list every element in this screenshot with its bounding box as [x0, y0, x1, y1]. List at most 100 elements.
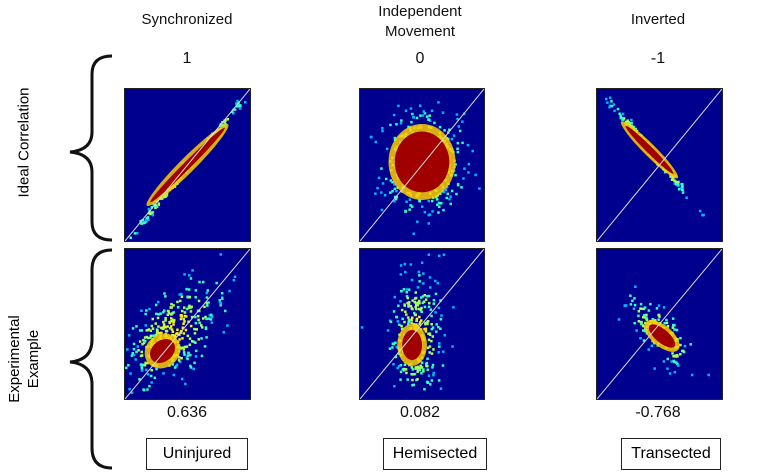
data-point [206, 304, 209, 307]
data-point [146, 373, 150, 376]
data-point [404, 310, 407, 313]
data-point [467, 162, 471, 166]
data-point [460, 186, 463, 189]
data-point [437, 306, 441, 310]
data-point [393, 187, 397, 191]
data-point [399, 264, 403, 267]
data-point [219, 253, 222, 256]
data-point [176, 332, 179, 335]
data-point [129, 236, 132, 239]
data-point [437, 201, 441, 205]
data-point [180, 357, 183, 360]
data-point [127, 364, 130, 367]
data-point [450, 189, 454, 193]
data-point [408, 301, 411, 304]
data-point [665, 321, 669, 325]
data-point [670, 178, 674, 181]
data-point [148, 384, 151, 388]
data-point [675, 361, 678, 364]
data-point [406, 378, 409, 381]
data-point [392, 113, 396, 117]
data-point [431, 335, 435, 338]
data-point [428, 351, 431, 354]
data-point [183, 345, 187, 349]
identity-line [125, 249, 250, 399]
data-point [411, 316, 414, 319]
data-point [138, 378, 141, 381]
data-point [637, 320, 641, 323]
data-point [194, 315, 197, 319]
data-point [149, 334, 153, 338]
data-point [403, 363, 407, 366]
data-point [444, 188, 448, 192]
data-point [422, 272, 425, 275]
data-point [135, 325, 138, 328]
data-point [418, 280, 421, 283]
data-point [415, 319, 418, 322]
data-point [393, 195, 397, 199]
data-point [397, 304, 400, 307]
data-point [456, 182, 460, 186]
data-point [186, 295, 189, 298]
data-point [136, 345, 139, 348]
data-point [430, 314, 433, 318]
data-point [439, 387, 443, 390]
data-point [176, 306, 180, 309]
data-point [411, 378, 414, 382]
data-point [630, 121, 633, 125]
data-point [441, 111, 445, 114]
data-point [135, 350, 138, 354]
data-point [426, 320, 430, 323]
data-point [143, 221, 147, 224]
data-point [380, 191, 383, 194]
data-point [145, 368, 148, 372]
data-point [190, 315, 194, 319]
data-point [180, 315, 183, 318]
data-point [162, 323, 166, 326]
data-point [162, 372, 165, 375]
data-point [200, 337, 203, 340]
data-point [168, 327, 172, 330]
data-point [680, 185, 684, 188]
data-point [640, 322, 643, 326]
row-label-ideal: Ideal Correlation [15, 87, 33, 198]
data-point [639, 302, 643, 306]
data-point [439, 192, 442, 195]
data-point [414, 291, 417, 294]
data-point [211, 315, 214, 318]
data-point [206, 289, 209, 292]
data-point [146, 388, 149, 391]
data-point [189, 310, 193, 313]
experimental-value-1: 0.636 [166, 404, 208, 421]
identity-line [597, 249, 722, 399]
data-point [412, 383, 415, 387]
data-point [395, 195, 399, 199]
data-point [427, 199, 430, 203]
data-point [163, 324, 166, 328]
density-core [394, 131, 450, 193]
data-point [670, 360, 673, 363]
data-point [410, 278, 414, 282]
data-point [439, 318, 443, 321]
data-point [685, 196, 688, 199]
data-point [381, 127, 384, 130]
data-point [624, 304, 628, 307]
data-point [168, 321, 171, 325]
data-point [377, 176, 381, 180]
data-point [662, 306, 666, 309]
data-point [629, 303, 633, 306]
data-point [181, 337, 184, 340]
data-point [178, 333, 181, 337]
data-point [189, 277, 193, 280]
data-point [415, 302, 418, 305]
data-point [634, 127, 637, 131]
data-point [400, 324, 403, 328]
data-point [232, 112, 235, 115]
data-point [180, 377, 184, 381]
data-point [205, 336, 208, 339]
data-point [639, 337, 642, 340]
data-point [420, 366, 424, 369]
data-point [144, 219, 147, 222]
data-point [417, 367, 420, 370]
data-point [437, 211, 440, 214]
